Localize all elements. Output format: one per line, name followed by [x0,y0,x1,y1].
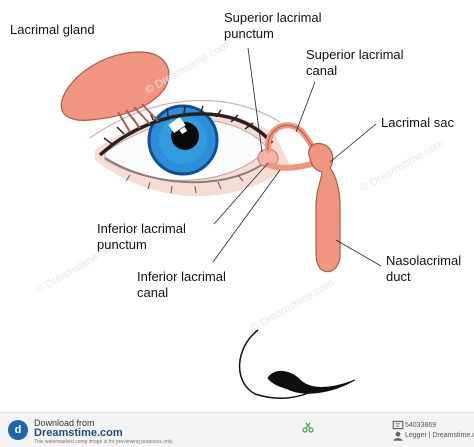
label-superior-canal-line2: canal [306,63,338,78]
scissors-icon [302,422,314,433]
label-lacrimal-sac-text: Lacrimal sac [381,115,454,130]
label-nasolacrimal-duct: Nasolacrimal duct [386,253,461,285]
label-superior-canal: Superior lacrimal canal [306,47,404,79]
footer-download-from: Download from [34,418,95,428]
label-inferior-punctum-line1: Inferior lacrimal [97,221,186,236]
label-inferior-punctum: Inferior lacrimal punctum [97,221,186,253]
leader-inferior-canal [212,169,281,263]
lower-eyelid [104,157,269,184]
lacrimal-gland [60,51,170,121]
label-inferior-punctum-line2: punctum [97,237,147,252]
iris-ring [147,104,219,176]
stock-footer: d Download from Dreamstime.com This wate… [0,412,474,447]
label-nasolacrimal-duct-line2: duct [386,269,411,284]
upper-eyelid [98,112,274,157]
leader-superior-punctum [247,47,263,153]
label-superior-canal-line1: Superior lacrimal [306,47,404,62]
upper-lid-crease [89,99,281,139]
eye-highlight [168,116,186,134]
nostril [267,371,356,394]
leader-inferior-punctum [213,162,269,225]
label-lacrimal-gland: Lacrimal gland [10,22,95,38]
footer-fine-print: This watermarked comp image is for previ… [34,439,174,445]
footer-image-id: 54033869 [405,422,437,429]
label-inferior-canal: Inferior lacrimal canal [137,269,226,301]
nose-outline [238,329,321,399]
leader-superior-canal [295,81,316,133]
label-superior-punctum-line1: Superior lacrimal [224,10,322,25]
eye-highlight-small [179,126,188,135]
dreamstime-logo-icon: d [8,420,28,440]
label-lacrimal-gland-text: Lacrimal gland [10,22,95,37]
label-inferior-canal-line1: Inferior lacrimal [137,269,226,284]
label-lacrimal-sac: Lacrimal sac [381,115,454,131]
lacrimal-gland-ducts [117,103,159,133]
lacrimal-sac-and-duct [308,142,341,273]
lower-lashes [125,174,244,194]
label-superior-punctum: Superior lacrimal punctum [224,10,322,42]
leader-nasolacrimal-duct [335,239,382,267]
leader-lacrimal-sac [329,123,377,163]
footer-brand: Dreamstime.com [34,427,123,439]
id-icon [392,420,404,430]
author-icon [393,431,403,441]
leader-lines [212,47,382,267]
footer-author: Legger | Dreamstime.com [405,432,474,439]
label-superior-punctum-line2: punctum [224,26,274,41]
label-nasolacrimal-duct-line1: Nasolacrimal [386,253,462,268]
label-inferior-canal-line2: canal [137,285,169,300]
